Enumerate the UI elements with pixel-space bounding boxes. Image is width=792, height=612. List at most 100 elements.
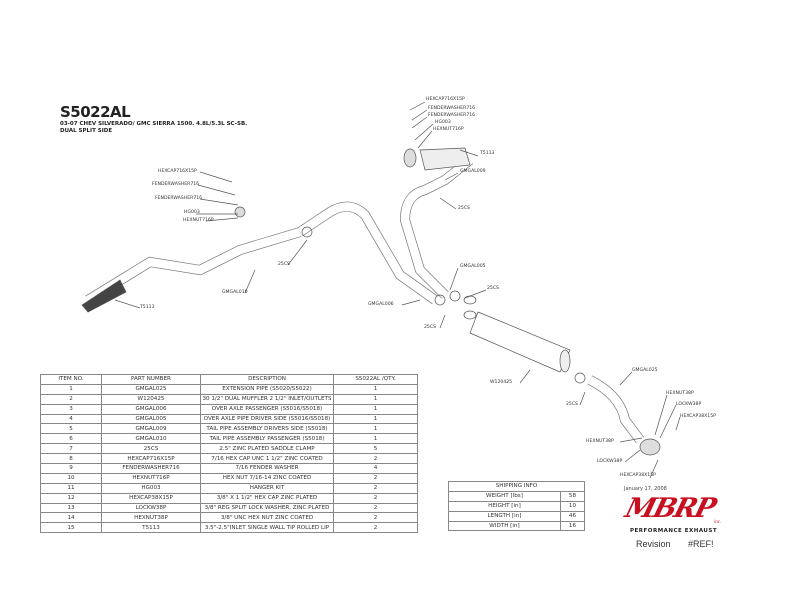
table-cell: GMGAL009 xyxy=(101,423,201,435)
table-cell: 9 xyxy=(40,463,102,474)
vehicle-description: 03-07 CHEV SILVERADO/ GMC SIERRA 1500. 4… xyxy=(60,121,248,127)
table-cell: 6 xyxy=(40,433,102,445)
shipping-row: WEIGHT [lbs]58 xyxy=(448,490,586,502)
table-cell: T5113 xyxy=(101,522,201,534)
table-cell: 16 xyxy=(559,520,586,532)
table-cell: OVER AXLE PASSENGER (S5016/S5018) xyxy=(200,403,334,415)
table-cell: 3/8" X 1 1/2" HEX CAP ZINC PLATED xyxy=(200,492,334,504)
column-header: S5022AL /QTY. xyxy=(333,374,418,385)
callout-label: 25CS xyxy=(424,325,436,330)
table-cell: TAIL PIPE ASSEMBLY DRIVERS SIDE (S5018) xyxy=(200,423,334,435)
callout-label: FENDERWASHER716 xyxy=(155,196,203,201)
table-cell: 3.5"-2.5"INLET SINGLE WALL TIP ROLLED LI… xyxy=(200,522,334,534)
callout-label: 25CS xyxy=(487,286,499,291)
table-cell: HEXCAP716X15P xyxy=(101,453,201,465)
table-cell: 2 xyxy=(333,482,418,494)
table-cell: 10 xyxy=(559,500,586,512)
column-header: PART NUMBER xyxy=(101,374,201,385)
table-cell: EXTENSION PIPE (S5020/S5022) xyxy=(200,383,334,395)
shipping-row: WIDTH [in]16 xyxy=(448,520,586,532)
table-header-row: ITEM NO. PART NUMBER DESCRIPTION S5022AL… xyxy=(40,374,418,385)
callout-label: HEXNUT38P xyxy=(666,391,694,396)
callout-label: HEXCAP38X15P xyxy=(620,473,656,478)
table-cell: 5 xyxy=(40,423,102,435)
table-cell: HANGER KIT xyxy=(200,482,334,494)
callout-label: GMGAL010 xyxy=(222,290,248,295)
revision-value: #REF! xyxy=(688,539,714,549)
callout-label: GMGAL009 xyxy=(460,169,486,174)
callout-label: HEXCAP716X15P xyxy=(426,97,465,102)
callout-label: HG003 xyxy=(184,210,200,215)
table-cell: 13 xyxy=(40,502,102,514)
table-cell: 25CS xyxy=(101,443,201,455)
callout-label: LOCKW38P xyxy=(597,459,623,464)
table-cell: 7 xyxy=(40,443,102,455)
table-cell: 8 xyxy=(40,453,102,465)
table-cell: 30 1/2" DUAL MUFFLER 2 1/2" INLET/OUTLET… xyxy=(200,393,334,405)
table-cell: 3/8" UNC HEX NUT ZINC COATED xyxy=(200,512,334,524)
callout-label: HEXCAP716X15P xyxy=(158,169,197,174)
table-cell: HG003 xyxy=(101,482,201,494)
drawing-date: January 17, 2008 xyxy=(624,486,667,492)
table-cell: OVER AXLE PIPE DRIVER SIDE (S5016/S5018) xyxy=(200,413,334,425)
shipping-row: LENGTH [in]46 xyxy=(448,510,586,522)
table-cell: 1 xyxy=(40,383,102,395)
callout-label: HEXNUT716P xyxy=(433,127,464,132)
callout-label: FENDERWASHER716 xyxy=(152,182,200,187)
table-cell: 46 xyxy=(559,510,586,522)
column-header: DESCRIPTION xyxy=(200,374,334,385)
table-cell: 14 xyxy=(40,512,102,524)
logo-wordmark: MBRP xyxy=(621,493,718,524)
table-cell: 12 xyxy=(40,492,102,504)
table-cell: 2.5" ZINC PLATED SADDLE CLAMP xyxy=(200,443,334,455)
table-cell: 1 xyxy=(333,393,418,405)
table-cell: GMGAL010 xyxy=(101,433,201,445)
callout-label: HEXNUT38P xyxy=(586,439,614,444)
table-cell: 15 xyxy=(40,522,102,534)
table-cell: GMGAL025 xyxy=(101,383,201,395)
callout-label: 25CS xyxy=(278,262,290,267)
table-cell: 1 xyxy=(333,403,418,415)
table-cell: 3 xyxy=(40,403,102,415)
table-cell: 10 xyxy=(40,472,102,484)
callout-label: GMGAL005 xyxy=(460,264,486,269)
callout-label: FENDERWASHER716 xyxy=(428,106,476,111)
table-cell: FENDERWASHER716 xyxy=(101,463,201,474)
callout-label: HG003 xyxy=(435,120,451,125)
table-cell: LENGTH [in] xyxy=(448,510,561,522)
callout-label: 25CS xyxy=(566,402,578,407)
table-cell: 2 xyxy=(333,512,418,524)
shipping-info-title: SHIPPING INFO xyxy=(448,481,585,492)
table-cell: 7/16 FENDER WASHER xyxy=(200,463,334,474)
callout-label: 25CS xyxy=(458,206,470,211)
table-cell: 4 xyxy=(40,413,102,425)
table-cell: 2 xyxy=(333,492,418,504)
table-cell: WEIGHT [lbs] xyxy=(448,490,561,502)
table-cell: 1 xyxy=(333,413,418,425)
callout-label: W120425 xyxy=(490,380,513,385)
logo-inc: inc. xyxy=(714,519,722,524)
table-cell: W120425 xyxy=(101,393,201,405)
table-cell: 2 xyxy=(333,502,418,514)
shipping-row: HEIGHT [in]10 xyxy=(448,500,586,512)
table-cell: 1 xyxy=(333,433,418,445)
table-cell: 2 xyxy=(333,472,418,484)
table-cell: 7/16 HEX CAP UNC 1 1/2" ZINC COATED xyxy=(200,453,334,465)
table-cell: HEX NUT 7/16-14 ZINC COATED xyxy=(200,472,334,484)
mbrp-logo: MBRP inc. PERFORMANCE EXHAUST xyxy=(616,493,746,537)
table-cell: GMGAL005 xyxy=(101,413,201,425)
table-cell: 2 xyxy=(333,522,418,534)
